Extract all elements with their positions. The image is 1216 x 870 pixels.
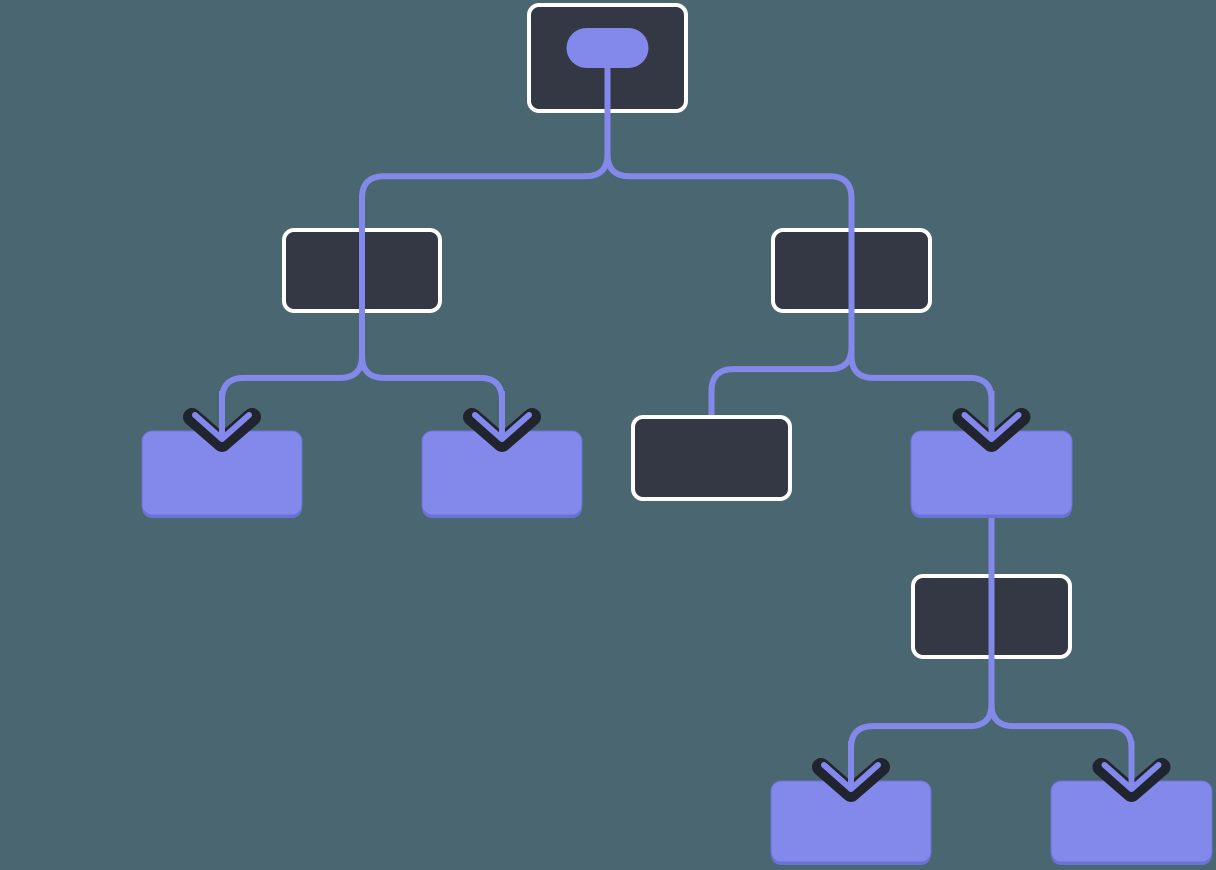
leaf-node-c[interactable] <box>770 780 932 865</box>
graph-edge <box>848 659 995 781</box>
edge-layer <box>219 113 1135 781</box>
root-node[interactable] <box>527 3 688 113</box>
edge-arrowhead <box>812 741 890 802</box>
arrowhead-outline <box>952 408 1031 452</box>
leaf-node-a[interactable] <box>141 430 303 518</box>
edge-overlay-layer <box>359 228 995 659</box>
leaf-node-d[interactable] <box>1050 780 1213 865</box>
terminal-dark-node[interactable] <box>631 415 792 501</box>
accent-branch-node[interactable] <box>910 430 1073 518</box>
edge-arrowhead <box>952 391 1031 452</box>
graph-edge <box>604 113 855 313</box>
edge-arrowhead <box>1092 741 1171 802</box>
arrowhead-outline <box>183 408 261 452</box>
edge-arrowhead <box>463 391 541 452</box>
arrowhead-outline <box>812 758 890 802</box>
node-layer <box>141 3 1213 865</box>
graph-edge <box>988 659 1135 781</box>
node-inner-pill <box>566 28 649 68</box>
node-body[interactable] <box>631 415 792 501</box>
arrowhead-outline <box>1092 758 1171 802</box>
arrowhead-outline <box>463 408 541 452</box>
leaf-node-b[interactable] <box>421 430 583 518</box>
edge-arrowhead <box>183 391 261 452</box>
arrowhead-layer <box>183 391 1171 802</box>
graph-edge <box>708 313 855 415</box>
node-inner-stem <box>604 50 611 113</box>
